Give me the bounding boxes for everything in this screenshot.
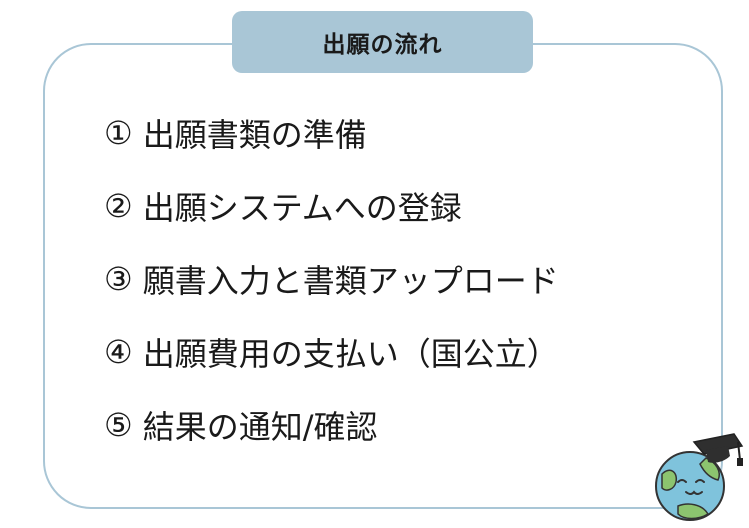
step-number: ①: [104, 113, 133, 152]
step-text: 出願費用の支払い（国公立）: [142, 334, 559, 373]
step-item: ② 出願システムへの登録: [104, 169, 559, 242]
step-list: ① 出願書類の準備 ② 出願システムへの登録 ③ 願書入力と書類アップロード ④…: [104, 96, 559, 461]
step-text: 出願システムへの登録: [142, 188, 462, 227]
step-item: ⑤ 結果の通知/確認: [104, 388, 559, 461]
step-item: ① 出願書類の準備: [104, 96, 559, 169]
step-item: ③ 願書入力と書類アップロード: [104, 242, 559, 315]
step-number: ⑤: [104, 405, 133, 444]
step-text: 願書入力と書類アップロード: [142, 261, 559, 300]
step-text: 出願書類の準備: [142, 115, 367, 154]
step-number: ③: [104, 259, 133, 298]
step-text: 結果の通知/確認: [142, 407, 378, 446]
globe-graduate-icon: [655, 433, 744, 521]
flow-card: [43, 43, 723, 509]
step-item: ④ 出願費用の支払い（国公立）: [104, 315, 559, 388]
step-number: ②: [104, 186, 133, 225]
step-number: ④: [104, 332, 133, 371]
flow-title: 出願の流れ: [232, 11, 533, 73]
